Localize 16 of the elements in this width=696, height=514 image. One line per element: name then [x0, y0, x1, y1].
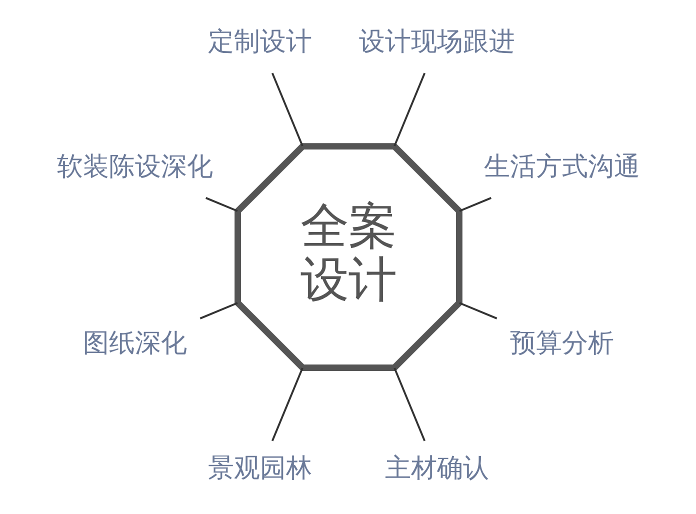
- node-text: 定制设计: [208, 26, 312, 57]
- node-text: 设计现场跟进: [358, 26, 514, 57]
- node-text: 预算分析: [509, 328, 614, 359]
- node-text: 主材确认: [384, 453, 488, 484]
- node-text: 软装陈设深化: [56, 152, 213, 182]
- node-text: 景观园林: [208, 453, 312, 484]
- connector: [458, 302, 497, 320]
- connector: [458, 197, 491, 212]
- connector: [205, 197, 238, 212]
- connector: [393, 72, 426, 146]
- node-text: 图纸深化: [82, 328, 187, 359]
- connector: [199, 302, 238, 320]
- node-text: 生活方式沟通: [483, 152, 640, 182]
- connector: [393, 368, 426, 442]
- connector: [270, 368, 303, 442]
- connector: [270, 72, 303, 146]
